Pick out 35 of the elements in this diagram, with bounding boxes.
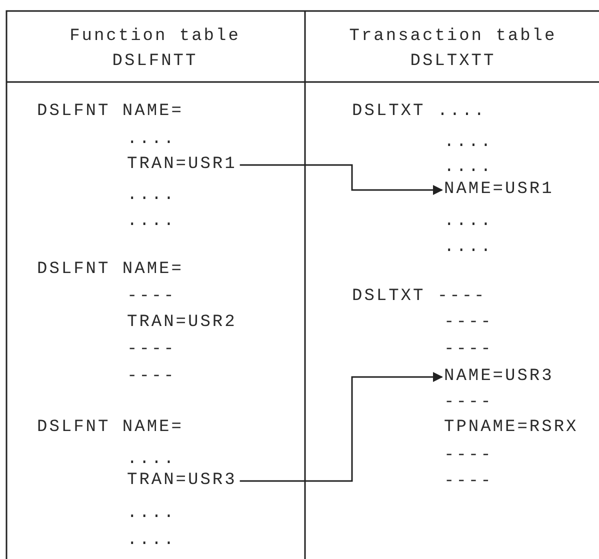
code-line: TRAN=USR2 <box>127 313 237 333</box>
code-line: ---- <box>444 313 493 333</box>
code-line: DSLFNT NAME= <box>37 418 184 438</box>
code-line: TRAN=USR3 <box>127 471 237 491</box>
column-heading: Transaction table <box>349 27 557 47</box>
code-line: .... <box>127 212 176 232</box>
code-line: NAME=USR3 <box>444 367 554 387</box>
code-line: .... <box>444 158 493 178</box>
code-line: DSLFNT NAME= <box>37 260 184 280</box>
code-line: DSLTXT .... <box>352 102 486 122</box>
arrow <box>240 164 443 195</box>
code-line: DSLTXT ---- <box>352 287 486 307</box>
code-line: ---- <box>127 340 176 360</box>
code-line: ---- <box>444 446 493 466</box>
column-heading: Function table <box>70 27 240 47</box>
code-line: ---- <box>444 393 493 413</box>
code-line: .... <box>444 212 493 232</box>
code-line: ---- <box>444 340 493 360</box>
code-line: .... <box>127 130 176 150</box>
arrow <box>240 372 443 482</box>
code-line: ---- <box>444 472 493 492</box>
code-line: .... <box>127 450 176 470</box>
code-line: ---- <box>127 367 176 387</box>
code-line: NAME=USR1 <box>444 180 554 200</box>
code-line: .... <box>127 531 176 551</box>
column-heading: DSLTXTT <box>410 52 496 72</box>
code-line: ---- <box>127 287 176 307</box>
column-heading: DSLFNTT <box>112 52 198 72</box>
code-line: TPNAME=RSRX <box>444 418 578 438</box>
code-line: .... <box>127 504 176 524</box>
code-line: TRAN=USR1 <box>127 155 237 175</box>
code-line: .... <box>444 238 493 258</box>
code-line: .... <box>444 133 493 153</box>
code-line: DSLFNT NAME= <box>37 102 184 122</box>
code-line: .... <box>127 186 176 206</box>
